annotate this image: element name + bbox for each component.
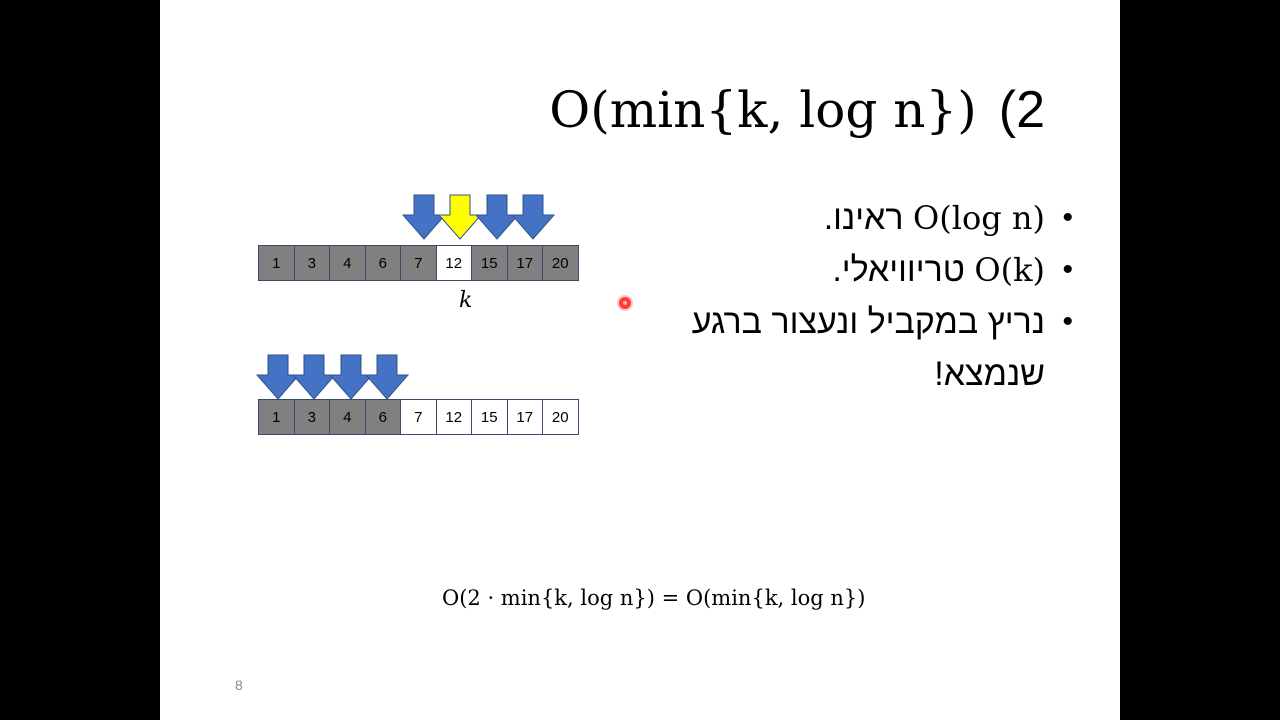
page-number: 8 <box>235 677 243 693</box>
array-cell: 6 <box>364 399 401 435</box>
slide: O(min{k, log n}) (2 • O(log n) ראינו. • … <box>160 0 1120 720</box>
array-cell: 17 <box>506 245 543 281</box>
down-arrow-icon <box>255 354 300 400</box>
title-number: (2 <box>998 81 1045 139</box>
down-arrow-icon <box>511 194 556 240</box>
bullet-text: ראינו. <box>823 199 914 237</box>
bullet-math: O(log n) <box>913 199 1045 237</box>
array-cell: 20 <box>542 245 579 281</box>
array-cell: 7 <box>400 245 437 281</box>
bullet-marker: • <box>1062 305 1073 338</box>
down-arrow-icon <box>474 194 519 240</box>
slide-title: O(min{k, log n}) (2 <box>549 75 1045 145</box>
bullet-marker: • <box>1062 201 1073 234</box>
array-cell: 17 <box>506 399 543 435</box>
array-cell: 4 <box>329 245 366 281</box>
down-arrow-icon <box>292 354 337 400</box>
array-cell: 6 <box>364 245 401 281</box>
bullet-item: • O(log n) ראינו. <box>615 192 1073 244</box>
bullet-list: • O(log n) ראינו. • O(k) טריוויאלי. • נר… <box>615 192 1073 400</box>
title-expression: O(min{k, log n}) <box>549 81 977 139</box>
down-arrow-icon <box>328 354 373 400</box>
array-cell: 3 <box>293 245 330 281</box>
array-cell: 7 <box>400 399 437 435</box>
down-arrow-icon <box>438 194 483 240</box>
k-label: k <box>459 288 473 313</box>
bullet-item: • O(k) טריוויאלי. <box>615 244 1073 296</box>
array-cell: 4 <box>329 399 366 435</box>
bullet-math: O(k) <box>974 251 1045 289</box>
bullet-text: טריוויאלי. <box>832 251 975 289</box>
down-arrow-icon <box>401 194 446 240</box>
bullet-text: נריץ במקביל ונעצור ברגע שנמצא! <box>691 303 1045 393</box>
complexity-formula: O(2 · min{k, log n}) = O(min{k, log n}) <box>442 586 866 610</box>
array-cell: 1 <box>258 245 295 281</box>
array-cell: 1 <box>258 399 295 435</box>
bullet-marker: • <box>1062 253 1073 286</box>
laser-pointer <box>619 297 631 309</box>
down-arrow-icon <box>365 354 410 400</box>
array-cell: 20 <box>542 399 579 435</box>
array-cell: 12 <box>435 399 472 435</box>
array-cell: 15 <box>471 245 508 281</box>
array-cell: 3 <box>293 399 330 435</box>
array-cell: 12 <box>435 245 472 281</box>
array-cell: 15 <box>471 399 508 435</box>
bullet-item: • נריץ במקביל ונעצור ברגע שנמצא! <box>615 296 1073 400</box>
